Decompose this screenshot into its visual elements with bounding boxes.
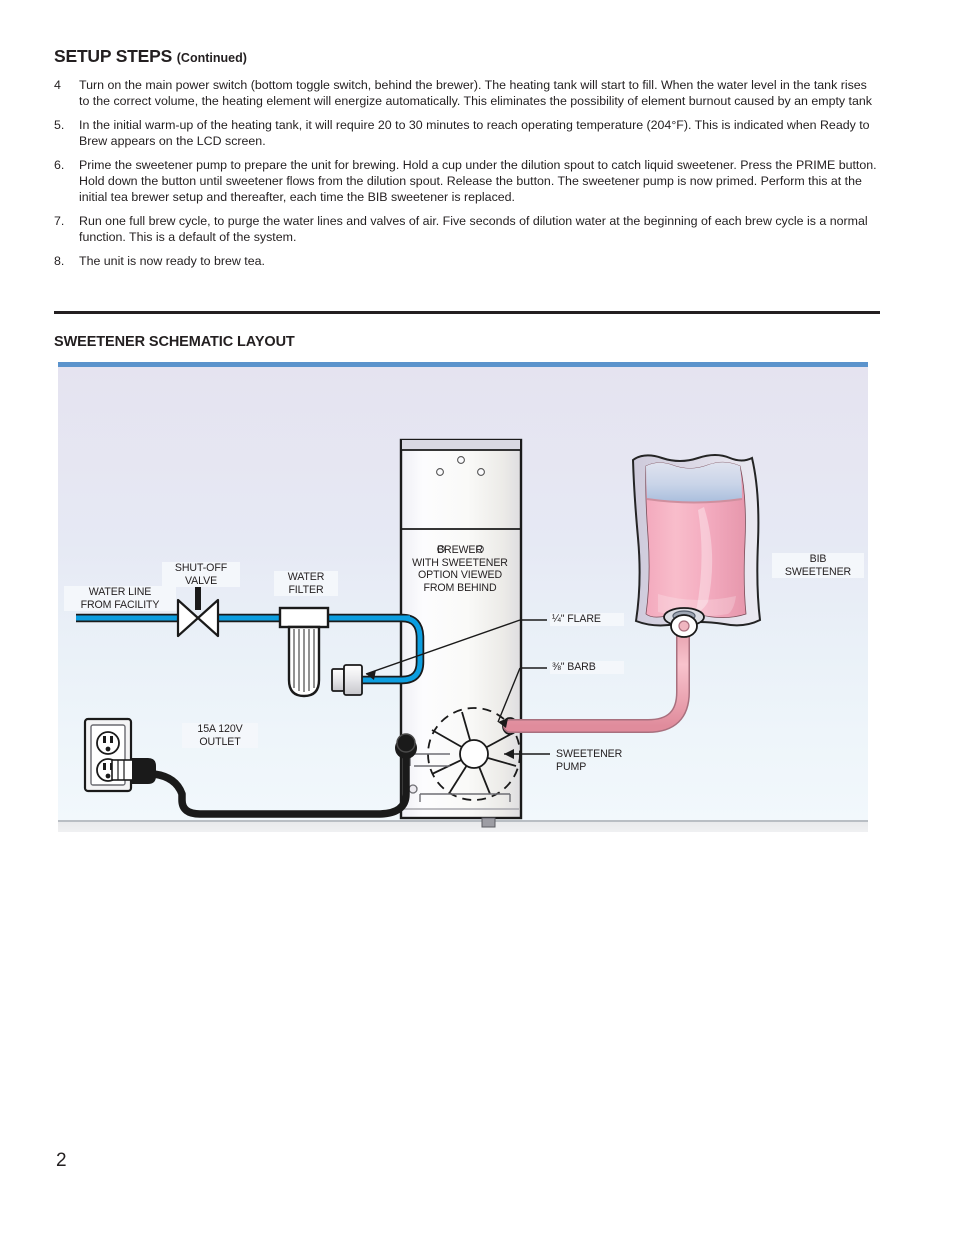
- floor-shadow: [58, 822, 868, 832]
- label-sweetener-pump: SWEETENER PUMP: [556, 748, 623, 773]
- diagram-accent-bar: [58, 362, 868, 367]
- list-item: 5. In the initial warm-up of the heating…: [54, 118, 880, 149]
- label-water-filter: WATER FILTER: [274, 571, 338, 597]
- page-title: SETUP STEPS (Continued): [54, 46, 247, 67]
- step-text: Prime the sweetener pump to prepare the …: [79, 158, 877, 204]
- bib-sweetener-bag: [631, 454, 762, 638]
- power-cord: [150, 733, 417, 818]
- label-water-line: WATER LINE FROM FACILITY: [64, 586, 176, 612]
- section-title-text: SETUP STEPS: [54, 46, 173, 66]
- section-title-continued: (Continued): [176, 51, 247, 65]
- water-filter-icon: [278, 606, 330, 698]
- step-text: The unit is now ready to brew tea.: [79, 254, 265, 269]
- flare-fitting: [331, 664, 363, 696]
- label-shutoff-valve: SHUT-OFF VALVE: [162, 562, 240, 588]
- sweetener-schematic-diagram: WATER LINE FROM FACILITY SHUT-OFF VALVE …: [58, 362, 868, 832]
- list-item: 8. The unit is now ready to brew tea.: [54, 254, 880, 270]
- power-plug: [111, 758, 156, 784]
- step-text: In the initial warm-up of the heating ta…: [79, 118, 870, 148]
- list-item: 6. Prime the sweetener pump to prepare t…: [54, 158, 880, 205]
- setup-steps-list: 4 Turn on the main power switch (bottom …: [54, 78, 880, 279]
- callout-leaders: [365, 619, 550, 759]
- step-number: 6.: [54, 158, 65, 173]
- step-number: 7.: [54, 214, 65, 229]
- step-number: 5.: [54, 118, 65, 133]
- water-supply-line: [76, 613, 425, 685]
- list-item: 4 Turn on the main power switch (bottom …: [54, 78, 880, 109]
- label-brewer: BREWER WITH SWEETENER OPTION VIEWED FROM…: [412, 544, 508, 594]
- diagram-title: SWEETENER SCHEMATIC LAYOUT: [54, 334, 295, 350]
- power-outlet-icon: [83, 717, 156, 793]
- step-number: 4: [54, 78, 61, 92]
- schematic-illustration: [76, 438, 762, 828]
- step-number: 8.: [54, 254, 65, 269]
- label-flare-fitting: ¼" FLARE: [550, 613, 624, 626]
- step-text: Run one full brew cycle, to purge the wa…: [79, 214, 868, 244]
- sweetener-hose: [503, 617, 690, 733]
- label-power-outlet: 15A 120V OUTLET: [182, 723, 258, 749]
- section-divider: [54, 311, 880, 314]
- page-number: 2: [56, 1150, 67, 1171]
- label-barb-fitting: ⅜" BARB: [550, 661, 624, 674]
- label-bib-sweetener: BIB SWEETENER: [772, 553, 864, 579]
- list-item: 7. Run one full brew cycle, to purge the…: [54, 214, 880, 245]
- floor-line: [58, 820, 868, 822]
- step-text: Turn on the main power switch (bottom to…: [79, 78, 872, 108]
